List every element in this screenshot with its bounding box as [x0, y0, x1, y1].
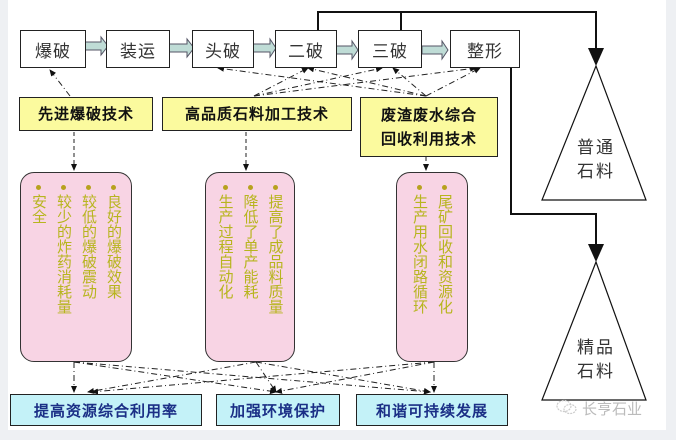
- benefit-text: 提高了成品料质量: [266, 194, 285, 314]
- product-label-line2: 石料: [577, 162, 615, 182]
- process-step-label: 二破: [288, 41, 324, 62]
- watermark-text: 长亨石业: [582, 400, 643, 418]
- product-label-line1: 精品: [577, 338, 615, 358]
- benefit-text: 较少的炸药消耗量: [55, 194, 73, 314]
- flow-arrow: [83, 35, 109, 57]
- product-label-premium: 精品 石料: [568, 336, 624, 384]
- process-step-shaping: 整形: [450, 30, 520, 68]
- benefit-text: 生产过程自动化: [216, 194, 235, 299]
- process-step-blasting: 爆破: [20, 30, 86, 68]
- process-step-loading: 装运: [106, 30, 170, 68]
- benefit-box-recycling: 尾矿回收和资源化 生产用水闭路循环: [396, 172, 468, 362]
- watermark: 长亨石业: [556, 398, 642, 419]
- bullet-icon: [86, 185, 91, 190]
- benefit-item: 生产过程自动化: [216, 185, 235, 361]
- benefit-text: 安全: [30, 194, 48, 224]
- goal-environmental-protection: 加强环境保护: [216, 394, 340, 426]
- flow-arrow: [251, 37, 277, 59]
- tech-to-benefit-links: [71, 132, 429, 171]
- goal-label: 提高资源综合利用率: [33, 401, 178, 420]
- benefit-to-goal-links: [71, 361, 437, 395]
- process-flow-arrows: [83, 35, 449, 61]
- benefit-text: 较低的爆破震动: [80, 194, 98, 299]
- tech-label-line2: 回收利用技术: [380, 130, 477, 148]
- bullet-icon: [247, 185, 253, 190]
- goal-resource-utilization: 提高资源综合利用率: [10, 394, 202, 426]
- bullet-icon: [272, 185, 278, 190]
- tech-advanced-blasting: 先进爆破技术: [19, 97, 153, 131]
- bullet-icon: [36, 185, 41, 190]
- benefit-box-processing: 提高了成品料质量 降低了单产能耗 生产过程自动化: [205, 172, 295, 362]
- bullet-icon: [61, 185, 66, 190]
- benefit-text: 生产用水闭路循环: [411, 194, 429, 314]
- benefit-item: 良好的爆破效果: [104, 185, 123, 361]
- product-triangle-ordinary: [541, 64, 647, 201]
- tech-label-line1: 废渣废水综合: [380, 106, 477, 124]
- benefit-item: 安全: [29, 185, 48, 361]
- bullet-icon: [222, 185, 228, 190]
- process-step-primary-crushing: 头破: [192, 30, 254, 68]
- process-step-label: 整形: [467, 41, 503, 62]
- process-step-secondary-crushing: 二破: [275, 30, 337, 68]
- product-label-ordinary: 普通 石料: [568, 136, 624, 184]
- benefit-item: 尾矿回收和资源化: [435, 185, 454, 361]
- benefit-item: 生产用水闭路循环: [410, 185, 429, 361]
- process-step-label: 头破: [205, 41, 241, 62]
- benefit-item: 降低了单产能耗: [241, 185, 260, 361]
- goal-label: 加强环境保护: [229, 401, 326, 420]
- diagram-canvas: 爆破 装运 头破 二破 三破 整形 先进爆破技术 高品质石料加工技术 废渣废水综…: [8, 0, 666, 430]
- benefit-text: 良好的爆破效果: [105, 194, 123, 299]
- benefit-box-blasting: 良好的爆破效果 较低的爆破震动 较少的炸药消耗量 安全: [20, 172, 132, 362]
- tech-label: 先进爆破技术: [37, 105, 134, 123]
- tech-label: 高品质石料加工技术: [184, 105, 329, 123]
- tech-waste-recycling: 废渣废水综合 回收利用技术: [360, 97, 498, 157]
- product-label-line2: 石料: [577, 362, 615, 382]
- flow-arrow: [168, 37, 195, 59]
- process-step-tertiary-crushing: 三破: [358, 30, 422, 68]
- benefit-item: 较低的爆破震动: [79, 185, 98, 361]
- process-step-label: 装运: [120, 41, 156, 62]
- product-label-line1: 普通: [577, 138, 615, 158]
- tech-high-quality-processing: 高品质石料加工技术: [162, 97, 352, 131]
- flow-arrow: [421, 39, 449, 61]
- bullet-icon: [442, 185, 447, 190]
- goal-label: 和谐可持续发展: [375, 401, 488, 420]
- process-step-label: 爆破: [35, 41, 71, 62]
- output-lines: [317, 11, 604, 262]
- benefit-text: 降低了单产能耗: [241, 194, 260, 299]
- bullet-icon: [417, 185, 422, 190]
- wechat-icon: [556, 399, 578, 419]
- process-step-label: 三破: [372, 41, 408, 62]
- goal-sustainable-development: 和谐可持续发展: [356, 394, 508, 426]
- bullet-icon: [111, 185, 116, 190]
- connector-lines: [49, 11, 647, 401]
- product-triangle-premium: [541, 260, 647, 401]
- benefit-item: 较少的炸药消耗量: [54, 185, 73, 361]
- flow-arrow: [333, 39, 359, 61]
- benefit-item: 提高了成品料质量: [266, 185, 285, 361]
- benefit-text: 尾矿回收和资源化: [436, 194, 454, 314]
- tech-to-process-links: [49, 65, 481, 97]
